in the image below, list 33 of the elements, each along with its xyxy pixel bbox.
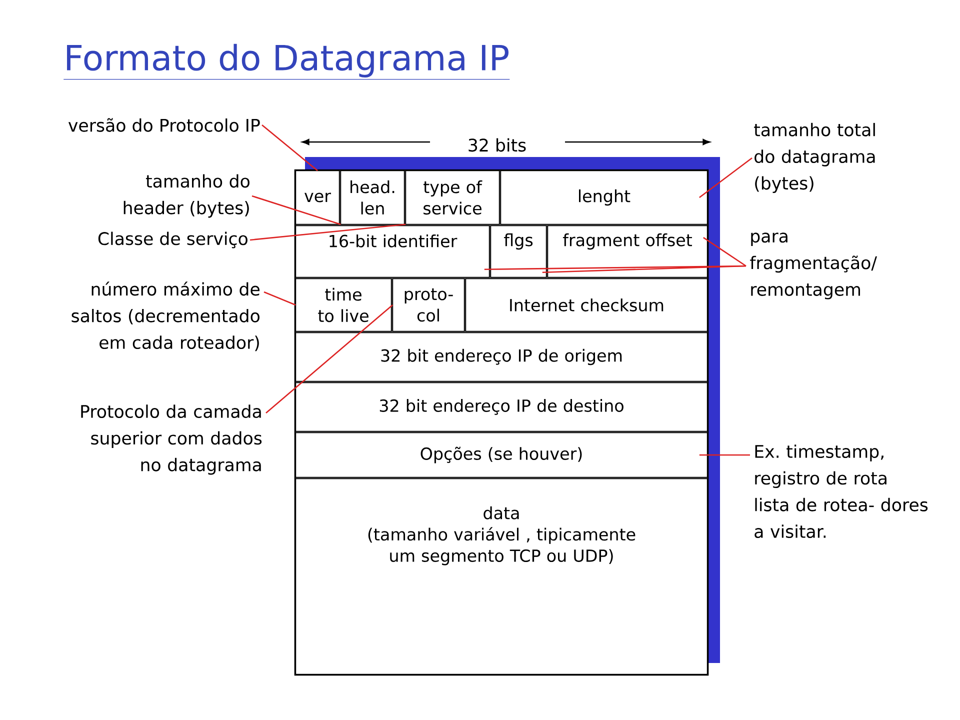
annotation-text: para fragmentação/ remontagem [750, 232, 878, 300]
field-cell: lenght [500, 170, 708, 225]
annotation-text: Classe de serviço [98, 232, 248, 248]
leader-line [266, 304, 394, 414]
leader-line [699, 157, 752, 198]
field-cell: Internet checksum [465, 278, 708, 332]
field-cell: ver [295, 170, 340, 225]
field-cell: 16-bit identifier [295, 225, 490, 278]
annotation-text: Ex. timestamp, registro de rota lista de rotea- dores a visitar. [754, 444, 928, 538]
leader-line [252, 195, 341, 226]
annotation-text: tamanho total do datagrama (bytes) [754, 122, 875, 194]
field-cell: time to live [295, 278, 392, 332]
leader-line [542, 265, 746, 274]
annotation-text: tamanho do header (bytes) [124, 174, 250, 218]
field-cell: Opções (se houver) [295, 432, 708, 478]
field-cell: proto- col [392, 278, 465, 332]
annotation-text: número máximo de saltos (decrementado em cada roteador) [72, 282, 260, 352]
field-cell: head. len [340, 170, 405, 225]
field-cell: type of service [405, 170, 500, 225]
leader-line [250, 224, 406, 241]
leader-line [262, 124, 318, 172]
dimension-label: 32 bits [468, 138, 526, 152]
annotation-text: versão do Protocolo IP [68, 118, 260, 132]
leader-line [703, 237, 746, 267]
field-cell: 32 bit endereço IP de destino [295, 382, 708, 432]
field-cell: flgs [490, 225, 547, 278]
annotation-text: Protocolo da camada superior com dados no datagrama [81, 404, 262, 475]
leader-line [264, 291, 296, 306]
field-cell: fragment offset [547, 225, 708, 278]
title: Formato do Datagrama IP [63, 44, 510, 80]
payload-cell: data (tamanho variável , tipicamente um segmento TCP ou UDP) [295, 478, 708, 675]
leader-line [699, 454, 750, 456]
field-cell: 32 bit endereço IP de origem [295, 332, 708, 382]
